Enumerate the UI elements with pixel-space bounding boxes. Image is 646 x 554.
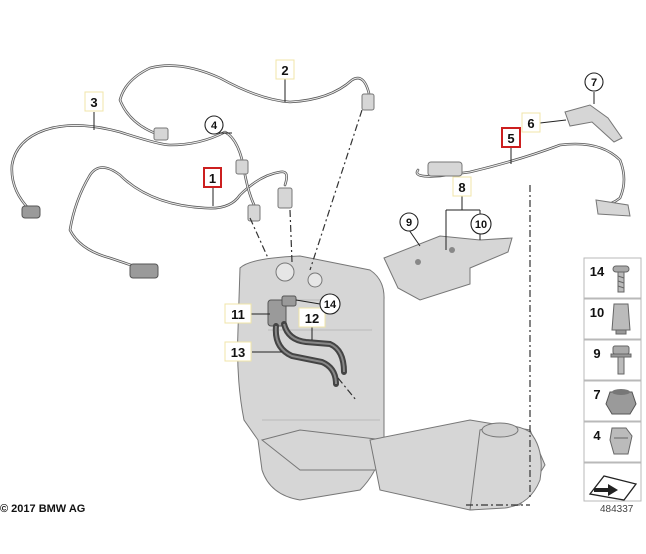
callout-11: 11 (224, 303, 252, 324)
legend-item-14-label: 14 (590, 264, 605, 279)
legend-item-7-label: 7 (593, 387, 600, 402)
callout-14-label: 14 (324, 299, 337, 311)
diagram-number: 484337 (600, 504, 634, 515)
callout-2-label: 2 (281, 63, 288, 78)
hex-nut-icon (605, 389, 637, 415)
legend-item-14: 14 (583, 257, 642, 299)
sensor-wiring (10, 64, 375, 279)
callout-13: 13 (224, 341, 252, 362)
flange-bolt-icon (610, 345, 632, 375)
mounting-bracket (383, 235, 513, 301)
legend-item-10: 10 (583, 298, 642, 340)
callout-13-label: 13 (231, 345, 245, 360)
connector-plug-icon (129, 263, 159, 279)
legend-item-4-label: 4 (593, 428, 601, 443)
callout-12: 12 (298, 307, 326, 328)
callout-8: 8 (452, 176, 472, 197)
direction-arrow-icon (588, 475, 638, 501)
callout-5-label: 5 (507, 131, 514, 146)
sensor-holder (564, 104, 623, 143)
callout-4: 4 (204, 115, 224, 135)
legend-item-10-label: 10 (590, 305, 604, 320)
exhaust-temp-sensor (415, 142, 631, 217)
callout-7: 7 (584, 72, 604, 92)
callout-9-label: 9 (406, 217, 412, 229)
callout-10: 10 (470, 213, 492, 235)
particulate-filter-housing (237, 255, 546, 511)
copyright-text: © 2017 BMW AG (0, 503, 86, 515)
callout-10-label: 10 (475, 219, 487, 231)
callout-1: 1 (203, 167, 222, 188)
callout-9: 9 (399, 212, 419, 232)
callout-11-label: 11 (231, 307, 245, 322)
assembly-lines (249, 109, 531, 506)
callout-6-label: 6 (527, 116, 534, 131)
legend-item-9: 9 (583, 339, 642, 381)
screw-icon (612, 265, 630, 293)
callout-5: 5 (501, 127, 521, 148)
legend-item-9-label: 9 (593, 346, 600, 361)
callout-3: 3 (84, 91, 104, 112)
small-parts-legend: 14 10 9 7 (583, 257, 642, 502)
callout-12-label: 12 (305, 311, 319, 326)
callout-6: 6 (521, 112, 541, 133)
pressure-hoses (272, 321, 347, 387)
callout-8-label: 8 (458, 180, 465, 195)
leader-lines (93, 78, 595, 353)
legend-item-4: 4 (583, 421, 642, 463)
callout-3-label: 3 (90, 95, 97, 110)
legend-item-7: 7 (583, 380, 642, 422)
pressure-sensor (267, 295, 297, 327)
callout-14: 14 (319, 293, 341, 315)
callout-1-label: 1 (209, 171, 216, 186)
clip-nut-icon (611, 303, 631, 335)
callout-2: 2 (275, 59, 295, 80)
callout-4-label: 4 (211, 120, 218, 132)
legend-direction (583, 462, 642, 502)
spring-clip-icon (609, 427, 633, 455)
callout-7-label: 7 (591, 77, 597, 89)
